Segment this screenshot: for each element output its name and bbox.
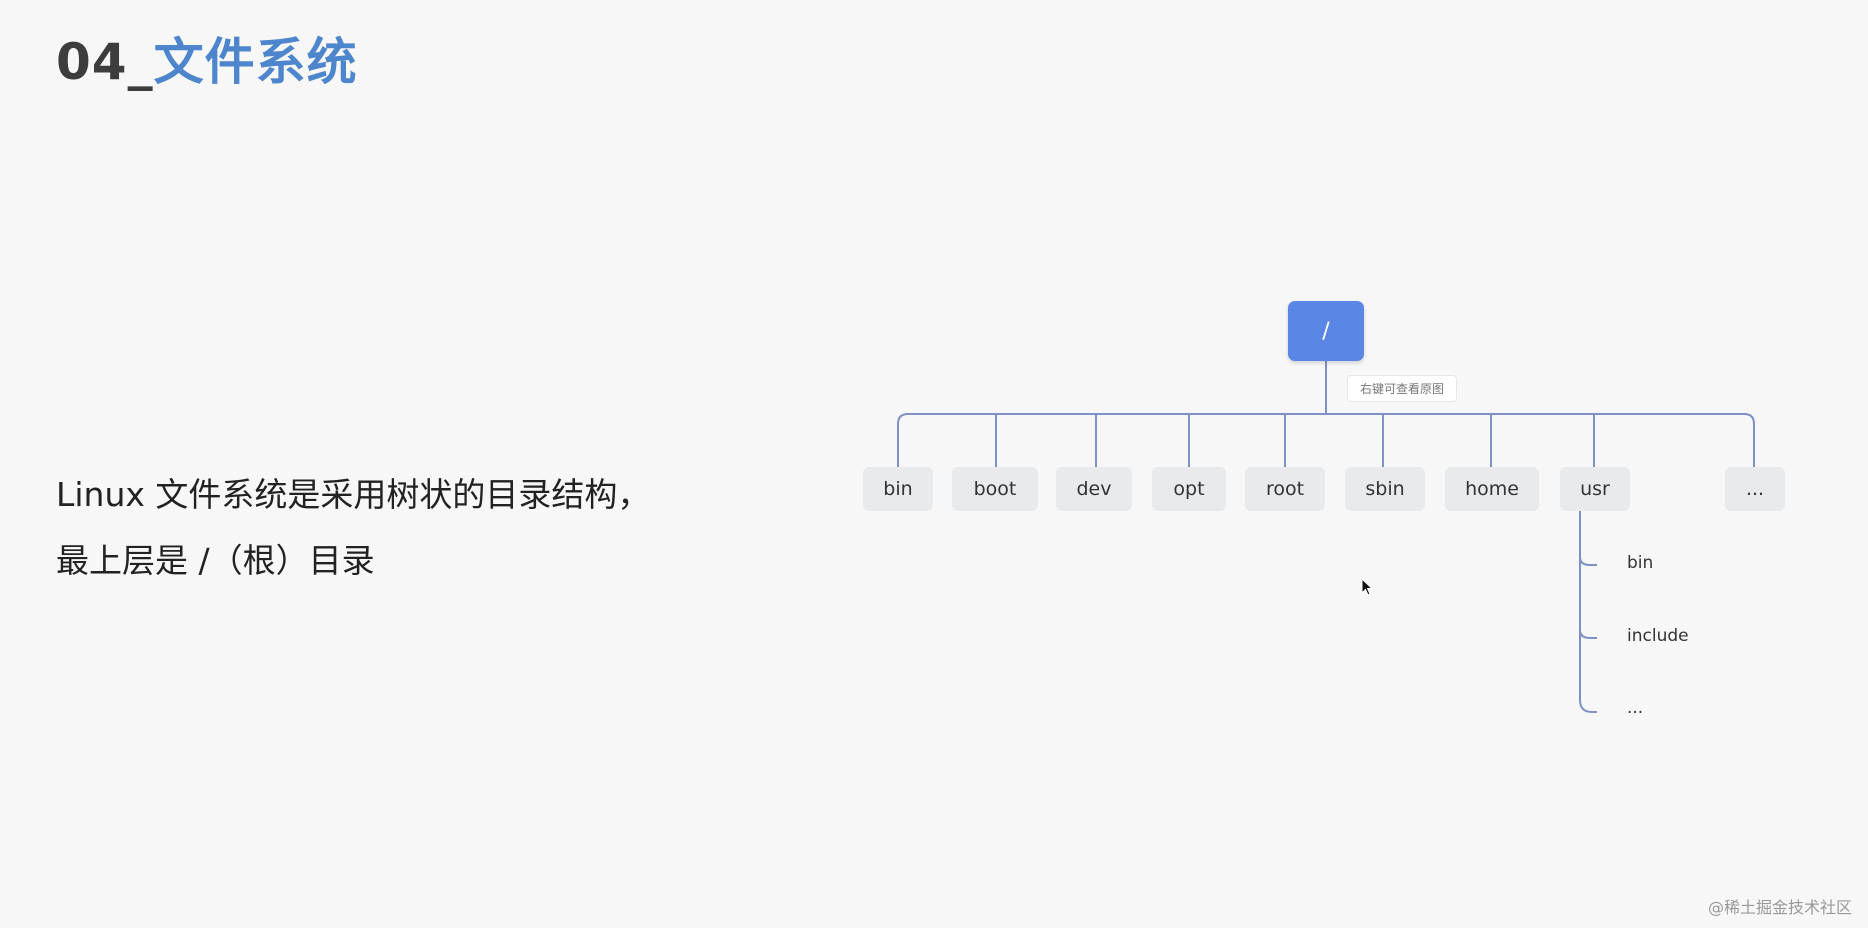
- mouse-pointer-icon: [1361, 578, 1374, 596]
- usr-branch-bin: [1579, 556, 1597, 566]
- page-title: 04_文件系统: [56, 22, 358, 94]
- tree-node-sbin[interactable]: sbin: [1345, 467, 1425, 511]
- tree-node-home[interactable]: home: [1445, 467, 1539, 511]
- title-number: 04_: [56, 33, 154, 91]
- horizontal-bus-line: [897, 413, 1755, 467]
- usr-child-include[interactable]: include: [1627, 626, 1689, 646]
- tree-node-more[interactable]: ...: [1725, 467, 1785, 511]
- tree-node-opt[interactable]: opt: [1152, 467, 1226, 511]
- tree-node-boot[interactable]: boot: [952, 467, 1038, 511]
- usr-child-bin[interactable]: bin: [1627, 553, 1654, 573]
- title-name: 文件系统: [153, 33, 358, 91]
- tree-node-root[interactable]: root: [1245, 467, 1325, 511]
- tree-node-dev[interactable]: dev: [1056, 467, 1132, 511]
- tree-node-bin[interactable]: bin: [863, 467, 933, 511]
- root-node[interactable]: /: [1288, 301, 1364, 361]
- tree-node-usr[interactable]: usr: [1560, 467, 1630, 511]
- description-line-1: Linux 文件系统是采用树状的目录结构，: [56, 475, 651, 514]
- footer-watermark: @稀土掘金技术社区: [1707, 898, 1852, 917]
- view-original-tooltip: 右键可查看原图: [1347, 375, 1458, 402]
- usr-child-more[interactable]: ...: [1627, 698, 1644, 718]
- usr-trunk-line: [1579, 511, 1597, 713]
- usr-branch-include: [1579, 629, 1597, 639]
- description-line-2: 最上层是 /（根）目录: [56, 541, 375, 580]
- description: Linux 文件系统是采用树状的目录结构， 最上层是 /（根）目录: [56, 462, 650, 594]
